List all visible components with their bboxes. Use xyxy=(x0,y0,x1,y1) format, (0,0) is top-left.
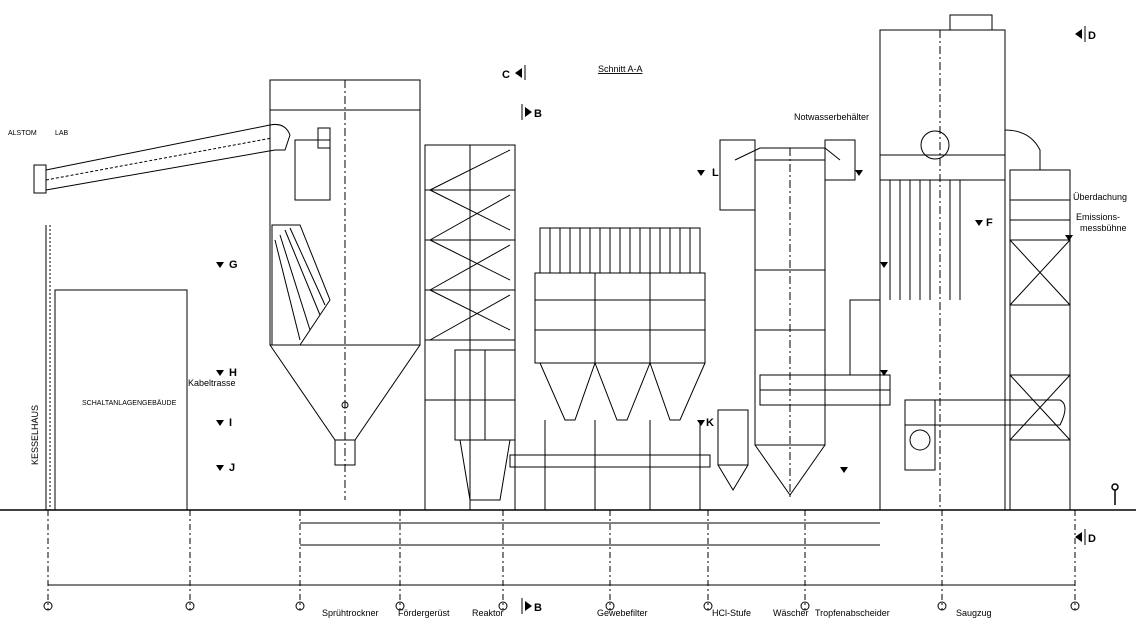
grid-bubbles xyxy=(43,601,1080,611)
section-arrow-c xyxy=(515,68,522,78)
dimension-line xyxy=(47,510,1076,610)
section-arrow-d-bottom xyxy=(1075,532,1082,542)
spray-dryer xyxy=(269,79,421,500)
switchgear-label: SCHALTANLAGENGEBÄUDE xyxy=(82,399,177,407)
label-droplet-separator: Tropfenabscheider xyxy=(815,608,890,618)
notwasser-label: Notwasserbehälter xyxy=(794,112,869,122)
person-figure xyxy=(1111,483,1119,505)
level-label-g: G xyxy=(229,259,238,271)
chimney xyxy=(879,14,1006,511)
drawing-title: Schnitt A-A xyxy=(598,64,643,74)
scrubber xyxy=(719,139,856,500)
label-fan: Saugzug xyxy=(956,608,992,618)
hcl-stage xyxy=(717,409,749,491)
label-spray-dryer: Sprühtrockner xyxy=(322,608,379,618)
emission-label-2: messbühne xyxy=(1080,223,1127,233)
label-scrubber: Wäscher xyxy=(773,608,809,618)
alstom-tag: ALSTOM xyxy=(8,130,37,137)
kabeltrasse-label: Kabeltrasse xyxy=(188,378,236,388)
level-label-k: K xyxy=(706,417,714,429)
fan-duct xyxy=(904,399,1066,471)
label-reactor: Reaktor xyxy=(472,608,504,618)
section-arrow-d-top xyxy=(1075,29,1082,39)
section-arrow-b-bottom xyxy=(525,601,532,611)
stack-structure xyxy=(1004,129,1071,511)
label-hcl-stage: HCl-Stufe xyxy=(712,608,751,618)
level-label-l: L xyxy=(712,167,719,179)
section-label-d-bottom: D xyxy=(1088,533,1096,545)
label-feed-scaffold: Fördergerüst xyxy=(398,608,450,618)
level-label-f: F xyxy=(986,217,993,229)
fabric-filter xyxy=(509,227,711,510)
emission-label-1: Emissions- xyxy=(1076,212,1120,222)
section-label-b-bottom: B xyxy=(534,602,542,614)
section-label-d-top: D xyxy=(1088,30,1096,42)
feed-scaffold xyxy=(424,144,516,511)
ueberdachung-label: Überdachung xyxy=(1073,192,1127,202)
section-arrow-b-top xyxy=(525,107,532,117)
level-label-j: J xyxy=(229,462,235,474)
label-fabric-filter: Gewebefilter xyxy=(597,608,648,618)
inlet-duct xyxy=(33,124,291,194)
kesselhaus-label: KESSELHAUS xyxy=(30,405,40,465)
reactor xyxy=(454,349,516,501)
lab-tag: LAB xyxy=(55,130,69,137)
level-label-h: H xyxy=(229,367,237,379)
level-label-i: I xyxy=(229,417,232,429)
section-label-c: C xyxy=(502,69,510,81)
switchgear-building xyxy=(54,289,188,511)
section-label-b-top: B xyxy=(534,108,542,120)
